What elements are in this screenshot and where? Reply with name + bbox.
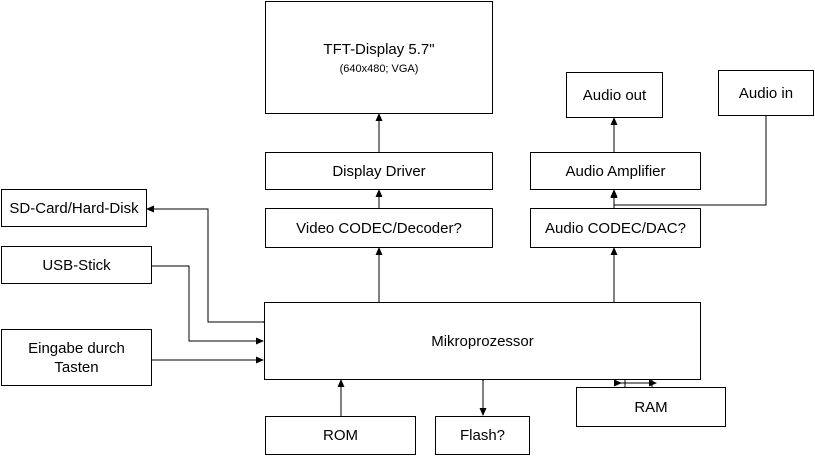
audio-in-label: Audio in	[738, 84, 794, 102]
display-driver-label: Display Driver	[332, 162, 426, 180]
arrow-sd-card-bidirectional	[146, 205, 270, 326]
ram-label: RAM	[634, 398, 668, 416]
audio-amplifier-block: Audio Amplifier	[530, 152, 701, 190]
mikroprozessor-block: Mikroprozessor	[264, 302, 701, 380]
video-codec-label: Video CODEC/Decoder?	[296, 219, 462, 237]
tft-display-title: TFT-Display 5.7"	[323, 40, 435, 58]
sd-card-block: SD-Card/Hard-Disk	[1, 189, 147, 227]
video-codec-block: Video CODEC/Decoder?	[265, 208, 493, 248]
audio-in-block: Audio in	[718, 70, 814, 116]
flash-label: Flash?	[459, 427, 506, 444]
arrow-audio-in-to-amp	[610, 116, 767, 206]
rom-label: ROM	[323, 427, 358, 444]
flash-block: Flash?	[435, 416, 530, 455]
usb-stick-label: USB-Stick	[42, 256, 111, 274]
tft-display-subtitle: (640x480; VGA)	[339, 62, 419, 75]
usb-stick-block: USB-Stick	[1, 246, 152, 284]
ram-block: RAM	[576, 387, 726, 427]
audio-out-block: Audio out	[566, 72, 663, 118]
sd-card-label: SD-Card/Hard-Disk	[9, 199, 139, 217]
audio-codec-label: Audio CODEC/DAC?	[545, 219, 686, 237]
eingabe-block: Eingabe durch Tasten	[1, 329, 152, 386]
rom-block: ROM	[265, 416, 416, 455]
display-driver-block: Display Driver	[265, 152, 493, 190]
audio-amplifier-label: Audio Amplifier	[565, 162, 666, 180]
tft-display-block: TFT-Display 5.7" (640x480; VGA)	[265, 1, 493, 114]
eingabe-label: Eingabe durch Tasten	[28, 339, 125, 376]
audio-codec-block: Audio CODEC/DAC?	[530, 208, 701, 248]
mikroprozessor-label: Mikroprozessor	[431, 332, 534, 350]
arrow-usb-to-mcu	[152, 265, 264, 345]
audio-out-label: Audio out	[582, 86, 647, 104]
